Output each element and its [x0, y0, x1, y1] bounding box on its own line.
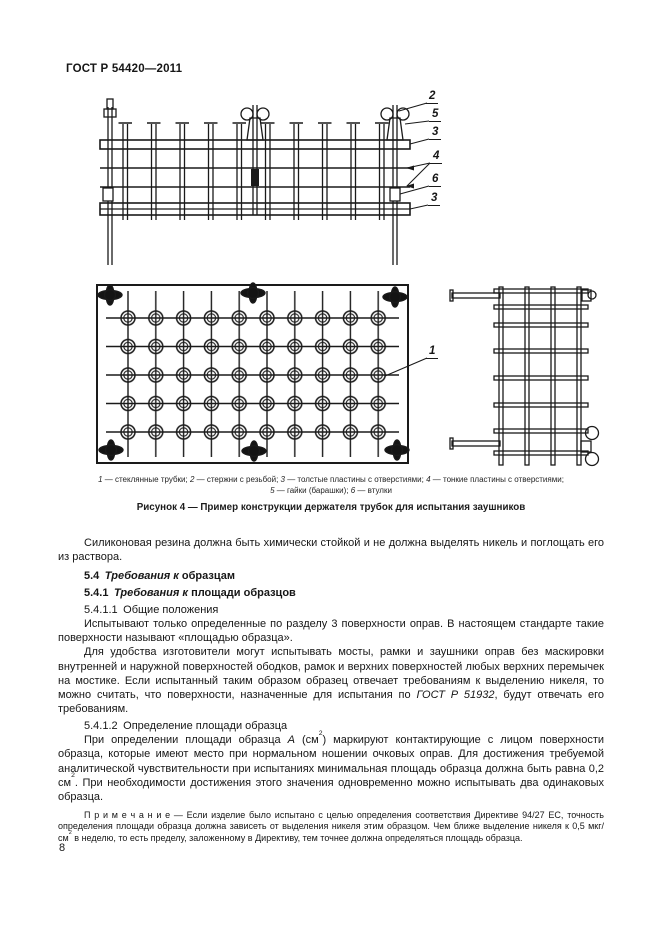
heading-5-4: 5.4 Требования к образцам — [84, 570, 235, 583]
wing-nut-center — [240, 107, 270, 141]
holder-end-view — [449, 286, 600, 467]
paragraph-tested-surfaces: Испытывают только определенные по раздел… — [58, 618, 604, 645]
callout-1: 1 — [426, 345, 439, 359]
heading-5-4-1-2: 5.4.1.2 Определение площади образца — [84, 719, 288, 732]
callout-leaders — [398, 102, 431, 210]
figure-4: 2 5 3 4 6 3 1 1 — стеклянные трубки; 2 —… — [58, 90, 604, 535]
figure-4-drawing — [96, 98, 600, 467]
callout-4: 4 — [430, 150, 443, 164]
callout-6: 6 — [429, 173, 442, 187]
callout-5: 5 — [429, 108, 442, 122]
figure-legend-line2: 5 — гайки (барашки); 6 — втулки — [270, 486, 392, 495]
figure-legend: 1 — стеклянные трубки; 2 — стержни с рез… — [58, 474, 604, 496]
heading-5-4-1: 5.4.1 Требования к площади образцов — [84, 587, 296, 600]
note-directive: П р и м е ч а н и е — Если изделие было … — [58, 810, 604, 843]
callout-3a: 3 — [429, 126, 442, 140]
holder-plan-view — [96, 282, 428, 464]
document-number: ГОСТ Р 54420—2011 — [66, 63, 183, 75]
paragraph-sample-area: При определении площади образца А (см2) … — [58, 729, 604, 803]
callout-2: 2 — [426, 90, 439, 104]
paragraph-silicone-rubber: Силиконовая резина должна быть химически… — [58, 537, 604, 564]
holder-side-view — [99, 98, 431, 265]
document-body: Силиконовая резина должна быть химически… — [58, 536, 604, 844]
figure-caption: Рисунок 4 — Пример конструкции держателя… — [136, 502, 526, 513]
callout-3b: 3 — [428, 192, 441, 206]
wing-nut-right — [380, 107, 410, 141]
page-number: 8 — [59, 842, 66, 854]
heading-5-4-1-1: 5.4.1.1 Общие положения — [84, 603, 219, 616]
paragraph-manufacturers: Для удобства изготовители могут испытыва… — [58, 646, 604, 716]
figure-legend-line1: 1 — стеклянные трубки; 2 — стержни с рез… — [98, 475, 564, 484]
